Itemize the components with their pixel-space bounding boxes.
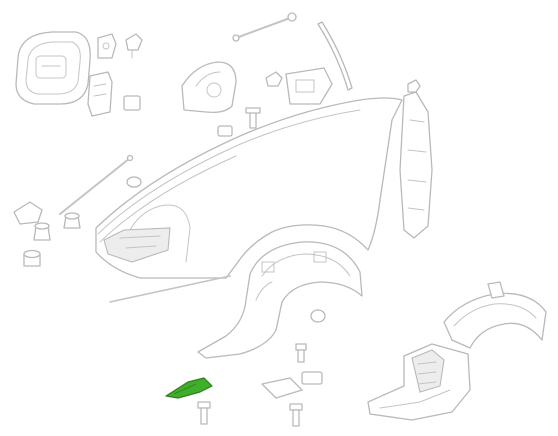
screw-lower-left[interactable] <box>197 401 211 425</box>
screw-top-center[interactable] <box>245 107 261 129</box>
fender-lower-trim[interactable] <box>109 275 231 303</box>
screw-lower-center[interactable] <box>289 403 303 427</box>
pillar-trim-strip[interactable] <box>317 21 353 91</box>
small-bracket-top-1[interactable] <box>97 33 117 59</box>
release-cable-top[interactable] <box>232 12 297 42</box>
clip-top-right[interactable] <box>407 79 421 93</box>
hinge-bracket-left[interactable] <box>13 201 43 225</box>
grommet-center-right[interactable] <box>310 309 326 323</box>
front-fender-liner-extension[interactable] <box>165 377 213 399</box>
retainer-clip-top[interactable] <box>125 33 143 59</box>
latch-bracket[interactable] <box>285 67 333 105</box>
bushing-left-2[interactable] <box>63 212 81 229</box>
front-fender[interactable] <box>95 97 403 279</box>
splash-shield-right[interactable] <box>367 343 471 421</box>
headlamp-housing[interactable] <box>15 31 91 105</box>
clip-lower-center[interactable] <box>301 371 323 385</box>
small-block-left[interactable] <box>123 95 141 111</box>
washer-bracket[interactable] <box>181 61 237 114</box>
front-wheelhouse-liner[interactable] <box>197 241 363 359</box>
bracket-strip-lower[interactable] <box>261 377 303 399</box>
clip-center[interactable] <box>265 71 283 87</box>
rear-wheelhouse-liner[interactable] <box>443 281 547 349</box>
cap-left[interactable] <box>23 249 41 267</box>
nut-plate-center[interactable] <box>217 125 233 137</box>
screw-center[interactable] <box>295 343 307 363</box>
mounting-bracket-left[interactable] <box>87 71 113 117</box>
pillar-bracket-right[interactable] <box>399 91 433 239</box>
support-rod[interactable] <box>59 154 134 215</box>
grommet-left[interactable] <box>126 176 142 188</box>
bushing-left-1[interactable] <box>33 222 51 241</box>
